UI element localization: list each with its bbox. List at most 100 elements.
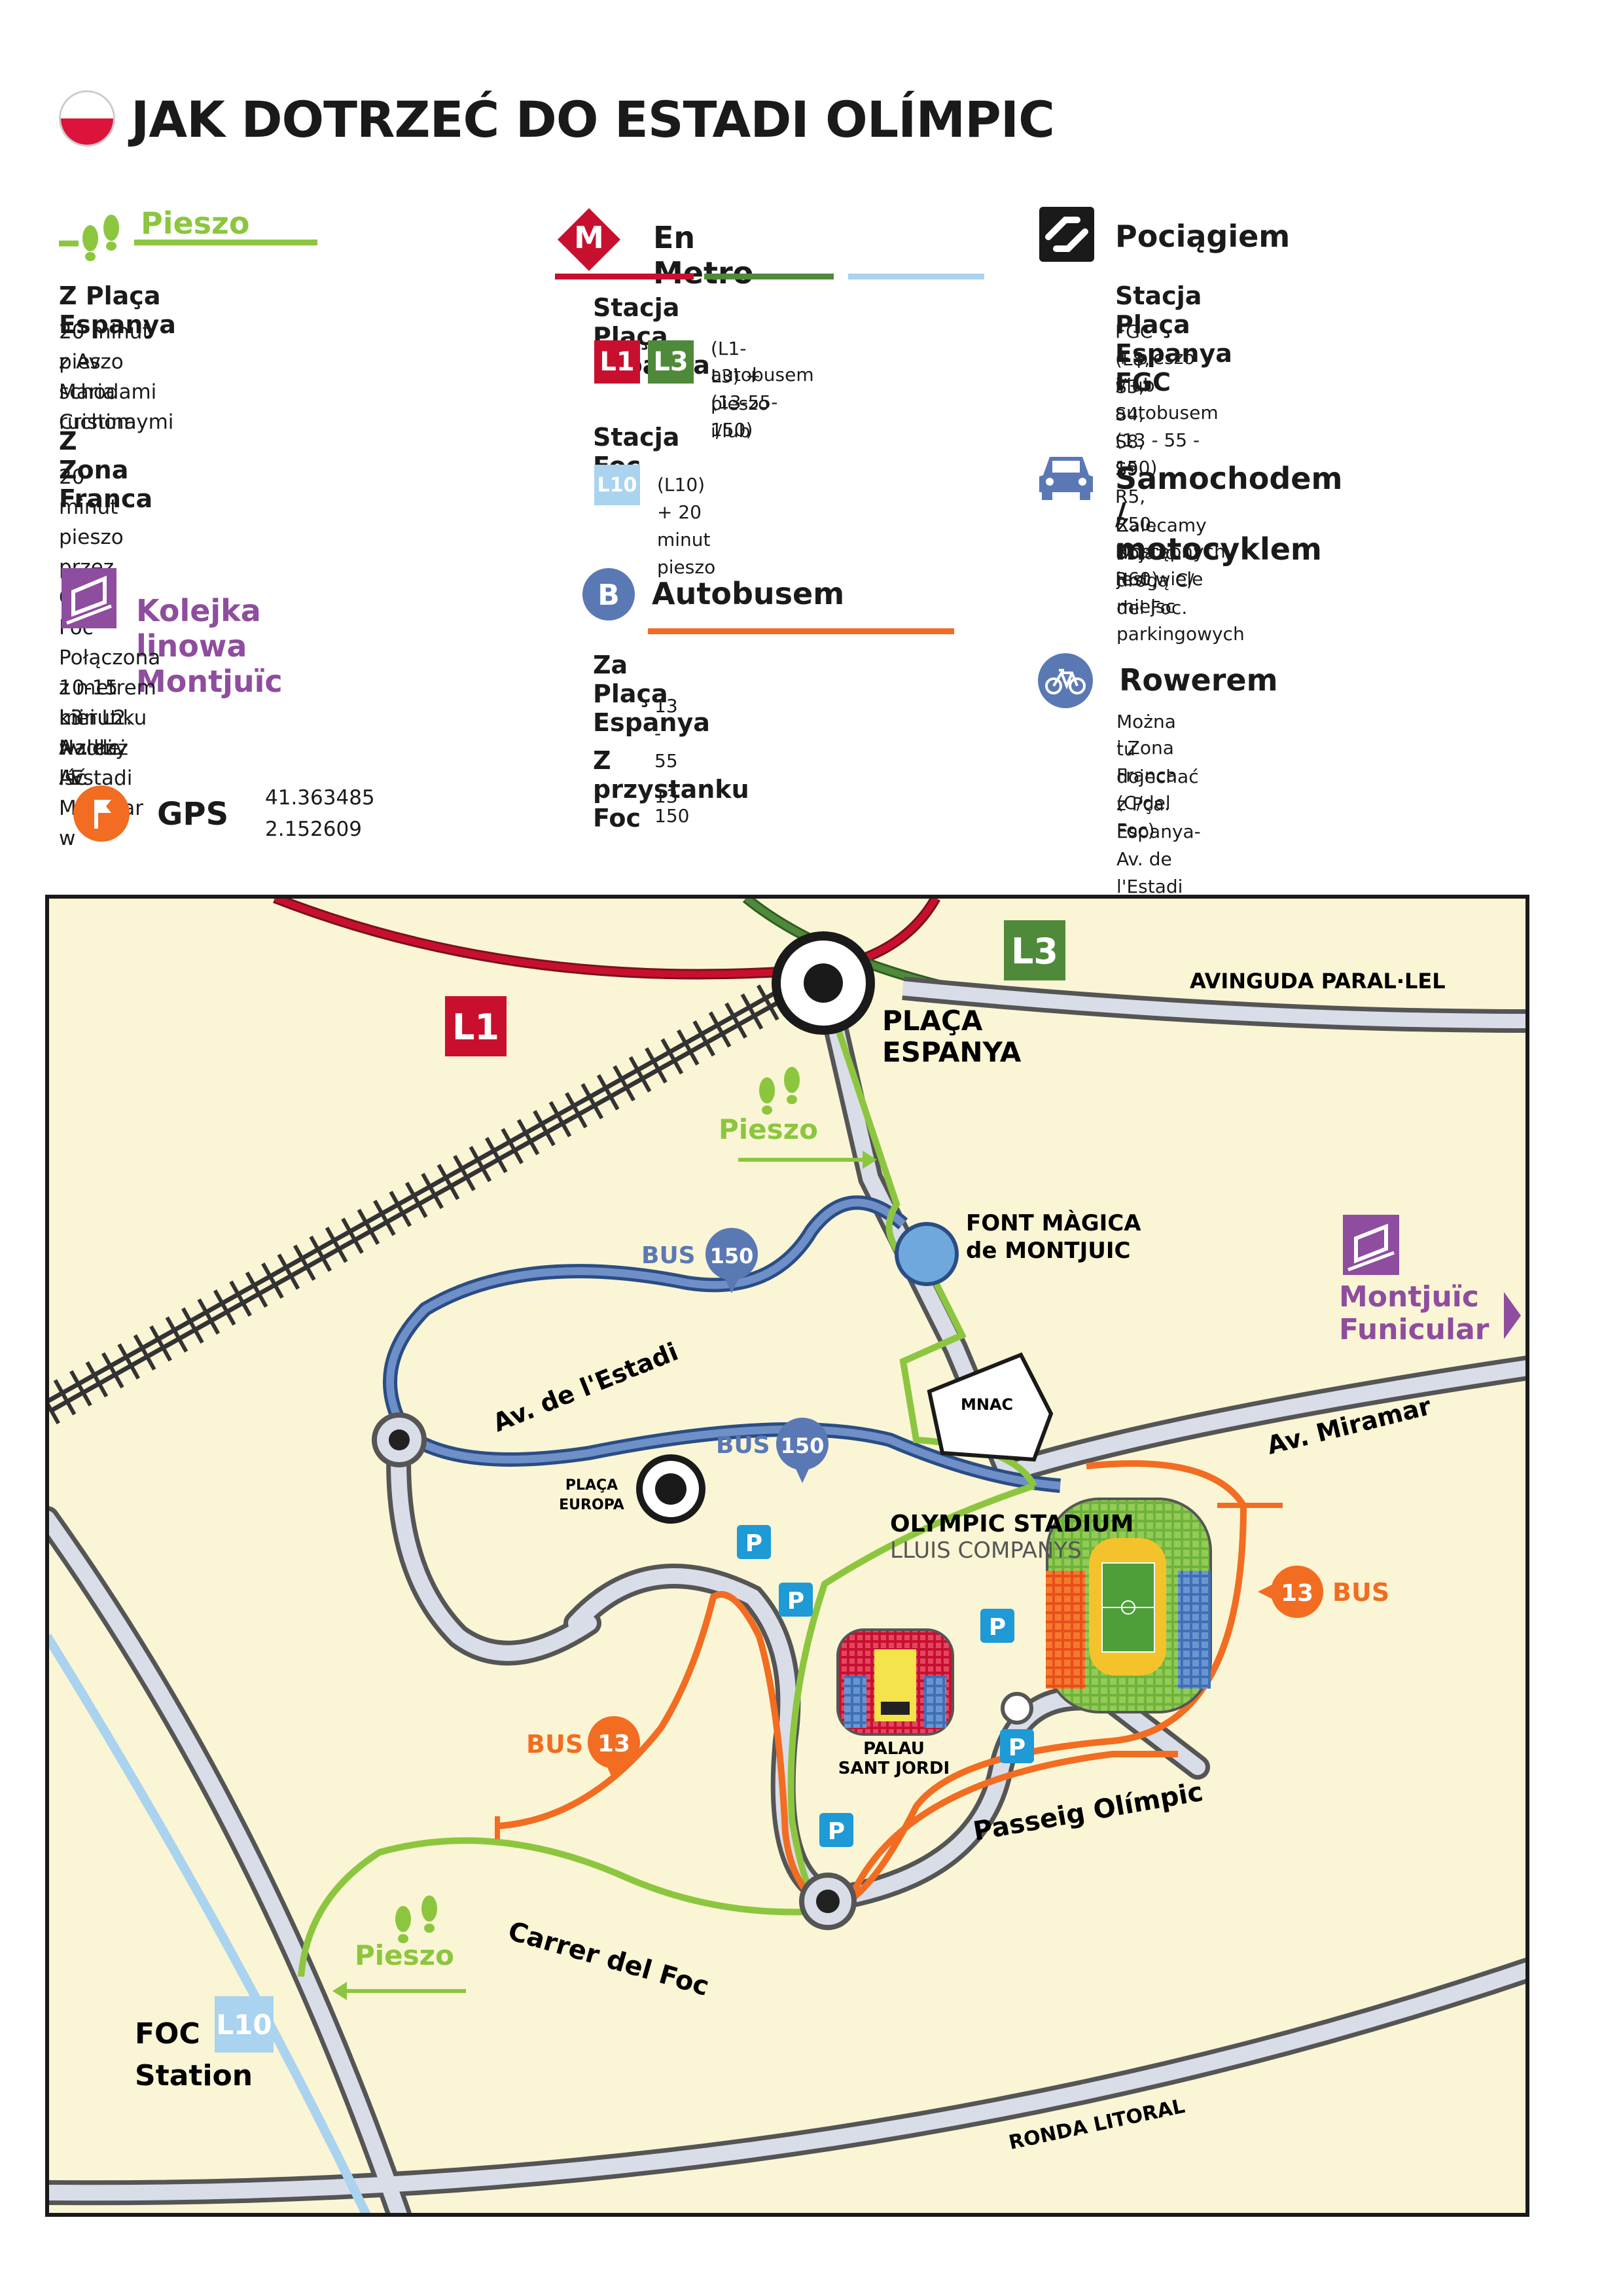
from-franca-title: Z Zona Franca (59, 427, 153, 513)
map-foc-station-2: Station (135, 2059, 253, 2092)
metro-header: En Metro (653, 220, 754, 291)
metro-station-1-text-1: (L1-L3) + pieszo i/lub (711, 338, 770, 442)
map-bus13-left-num: 13 (597, 1731, 630, 1757)
flag-pin-icon (73, 785, 130, 842)
car-text-2: Dostępnych jest wiele miejsc parkingowyc… (1116, 541, 1245, 645)
map-badge-l3-bg (1004, 920, 1065, 980)
map-walk-label-2: Pieszo (355, 1939, 454, 1971)
car-text-1: Zalecamy dojazd drogą C/ del Foc. (1116, 514, 1207, 619)
train-header: Pociągiem (1115, 219, 1291, 254)
bicycle-icon (1038, 653, 1093, 708)
bus-from-1: Za Plaça Espanya (593, 651, 710, 737)
map-espanya-2: ESPANYA (882, 1036, 1022, 1068)
map-funicular-2: Funicular (1339, 1313, 1489, 1346)
map-stadium: OLYMPIC STADIUM (890, 1511, 1133, 1537)
train-text-2: + pieszo i/lub autobusem (13 - 55 - 150) (1115, 347, 1219, 478)
metro-rule-l3 (704, 274, 834, 279)
map-badge-l10-bg (215, 1996, 274, 2053)
metro-icon-letter: M (574, 220, 604, 255)
map-bus150-label-2: BUS (716, 1432, 770, 1459)
car-icon (1039, 457, 1093, 500)
map-espanya-1: PLAÇA (882, 1005, 983, 1037)
train-text-1: FGC (L8, S3, S4, S8, S9, R5, R50, R6, R6… (1115, 321, 1159, 590)
bus-rule (648, 628, 954, 634)
train-station: Stacja Plaça Espanya FGC (1115, 281, 1232, 397)
olympic-stadium (1046, 1498, 1212, 1713)
map-palau-1: PALAU (863, 1739, 925, 1759)
map-border (45, 895, 1529, 2217)
gps-lon: 2.152609 (265, 817, 362, 841)
map-font-magica-1: FONT MÀGICA (966, 1210, 1141, 1236)
palau-sant-jordi (836, 1628, 954, 1736)
metro-icon (558, 208, 620, 271)
map-bus13-left-label: BUS (526, 1730, 583, 1759)
badge-l3: L3 (648, 340, 694, 384)
walk-arrow-left (332, 1895, 466, 2000)
parking-label-4: P (1008, 1734, 1026, 1761)
bike-text-2: i Zona Franca (C/del Foc) (1116, 737, 1178, 841)
map-walk-label-1: Pieszo (719, 1113, 818, 1145)
map-bus13-right-label: BUS (1332, 1578, 1389, 1607)
parking-label-3: P (989, 1614, 1006, 1641)
map-paral-lel: AVINGUDA PARAL·LEL (1190, 969, 1446, 994)
gps-lat: 41.363485 (265, 786, 375, 810)
railway-track (47, 964, 815, 1425)
metro-station-2-text: (L10) + 20 minut pieszo (657, 474, 716, 578)
parking-label-2: P (787, 1588, 804, 1615)
map-funicular-icon (1343, 1215, 1521, 1339)
funicular-text-3: kierunku Av. de l'Estadi (59, 706, 147, 790)
roundabout-passeig (1001, 1692, 1033, 1725)
bike-header: Rowerem (1119, 662, 1278, 698)
bus-from-1-lines: 13 - 55 - 150 (654, 695, 690, 827)
bus-150-stop-top (705, 1228, 758, 1293)
car-header: Samochodem / motocyklem (1115, 461, 1343, 567)
map-bus150-num-1: 150 (710, 1244, 754, 1268)
bus-from-2: Z przystanku Foc (593, 746, 749, 833)
funicular-icon (62, 568, 116, 628)
map-l3-label: L3 (1011, 931, 1058, 972)
footprints-icon (59, 215, 119, 261)
bus-icon-letter: B (597, 579, 620, 612)
badge-l10: L10 (594, 465, 640, 505)
fgc-train-icon (1039, 207, 1094, 262)
bus-13-stop-left (588, 1716, 640, 1782)
bus-13-stop-right (1258, 1566, 1323, 1618)
bus-150-stop-bottom (776, 1418, 829, 1483)
from-espanya-title: Z Plaça Espanya (59, 281, 176, 339)
map-palau-2: SANT JORDI (838, 1759, 950, 1778)
map-bus13-right-num: 13 (1281, 1580, 1313, 1607)
map-funicular-1: Montjuïc (1339, 1280, 1479, 1314)
funicular-header: Kolejka linowa Montjuïc (136, 593, 283, 699)
map-mnac: MNAC (961, 1395, 1013, 1414)
map-l1-label: L1 (452, 1007, 499, 1048)
map-background (47, 897, 1527, 2215)
map-stadium-sub: LLUIS COMPANYS (890, 1537, 1082, 1564)
map-font-magica-2: de MONTJUIC (966, 1238, 1130, 1264)
from-espanya-text-2: z Av. Maria Cristina (59, 350, 137, 434)
bus-header: Autobusem (652, 576, 845, 611)
parking-label-5: P (828, 1818, 845, 1845)
metro-station-1-text-2: autobusem (13-55-150) (711, 364, 814, 440)
page-title: JAK DOTRZEĆ DO ESTADI OLÍMPIC (131, 90, 1055, 149)
metro-rule-l10 (848, 274, 984, 279)
map-bus150-label-1: BUS (641, 1242, 696, 1269)
map-foc-station-1: FOC (135, 2017, 200, 2051)
map-placa-europa-1: PLAÇA (565, 1477, 618, 1494)
gps-label: GPS (157, 796, 229, 833)
bus-icon (582, 568, 635, 620)
metro-rule-l1 (555, 274, 694, 279)
map-l10-label: L10 (216, 2009, 272, 2041)
parking-signs (737, 1525, 1034, 1847)
walk-arrow-right (738, 1067, 877, 1169)
walk-rule (134, 240, 317, 245)
map-badge-l1-bg (445, 996, 507, 1056)
funicular-text-1: Połączona z metrem L3 i L2. Należy iść (59, 646, 161, 790)
map-bus150-num-2: 150 (781, 1433, 825, 1458)
bike-text-1: Można tu dojechać z Pça. Espanya-Av. de … (1116, 711, 1201, 897)
badge-l1: L1 (594, 340, 640, 384)
from-espanya-text-1: 20 minut pieszo schodami ruchomymi (59, 320, 174, 434)
flag-icon (59, 90, 115, 147)
walk-header: Pieszo (141, 206, 250, 241)
mnac-building (927, 1352, 1054, 1462)
